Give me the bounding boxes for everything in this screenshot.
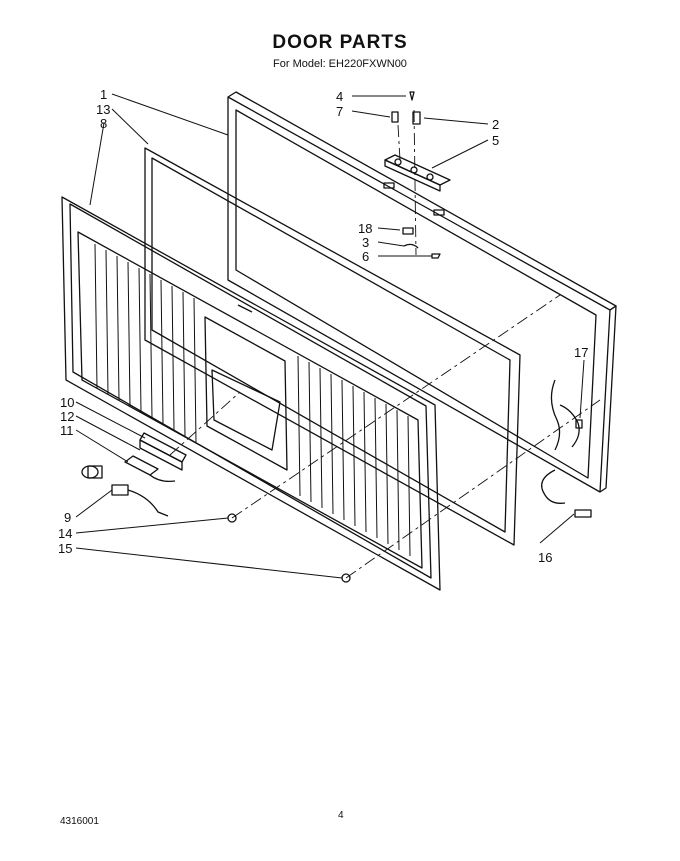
door-outer-frame [227,91,617,493]
callout-6: 6 [362,249,369,264]
callout-5: 5 [492,133,499,148]
model-subtitle: For Model: EH220FXWN00 [273,58,407,70]
light-assembly [81,432,187,517]
page-title: DOOR PARTS [272,32,408,53]
callout-15: 15 [58,541,72,556]
callout-8: 8 [100,116,107,131]
callout-9: 9 [64,510,71,525]
document-number: 4316001 [60,816,99,827]
hinge-assembly [383,91,451,259]
callout-4: 4 [336,89,343,104]
callout-18: 18 [358,221,372,236]
callout-14: 14 [58,526,72,541]
alignment-lines [169,109,601,579]
callout-12: 12 [60,409,74,424]
callout-11: 11 [60,423,74,438]
callout-7: 7 [336,104,343,119]
callout-17: 17 [574,345,588,360]
callout-13: 13 [96,102,110,117]
page-number: 4 [338,810,344,821]
leader-lines [75,93,585,579]
callout-3: 3 [362,235,369,250]
callout-10: 10 [60,395,74,410]
wire-harness [541,379,592,518]
callout-1: 1 [100,87,107,102]
inner-door-liner [61,196,441,591]
callout-16: 16 [538,550,552,565]
callout-2: 2 [492,117,499,132]
